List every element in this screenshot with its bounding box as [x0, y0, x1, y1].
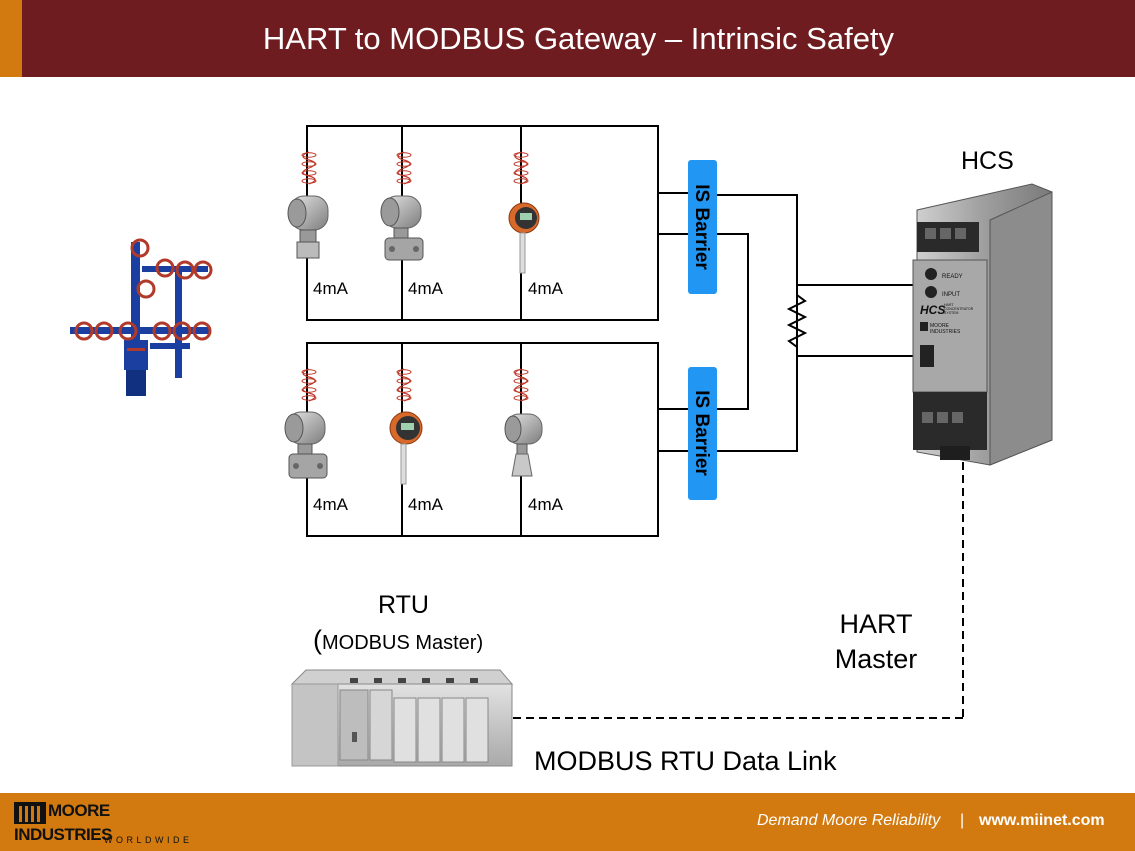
transmitter-icon [287, 151, 329, 259]
data-link-lines [510, 462, 964, 719]
rtu-subtitle-paren: ( [313, 625, 322, 655]
hcs-title: HCS [961, 147, 1014, 175]
hcs-desc-3: SYSTEM [944, 311, 958, 315]
data-link-label: MODBUS RTU Data Link [534, 746, 837, 776]
logo-industries: INDUSTRIES [14, 825, 112, 844]
transmitter-icon [284, 368, 328, 479]
is-barrier-label: IS Barrier [691, 184, 712, 270]
wellhead-icon [70, 238, 213, 396]
rtu-title: RTU [378, 591, 429, 619]
signal-label: 4mA [528, 495, 563, 514]
transmitter-icon [380, 151, 424, 261]
footer-url-link[interactable]: www.miinet.com [979, 812, 1105, 829]
rtu-subtitle: (MODBUS Master) [313, 625, 483, 656]
hart-master-line1: HART [839, 609, 913, 639]
signal-label: 4mA [408, 495, 443, 514]
signal-label: 4mA [528, 279, 563, 298]
logo-worldwide: WORLDWIDE [104, 835, 193, 845]
logo-moore: MOORE [48, 801, 110, 820]
footer-slogan: Demand Moore Reliability [757, 812, 941, 829]
title-accent [0, 0, 22, 77]
is-barrier-label: IS Barrier [691, 390, 712, 476]
hcs-desc-1: HART [944, 303, 954, 307]
moore-industries-logo: MOORE INDUSTRIES WORLDWIDE [14, 800, 224, 848]
hart-master-label: HART Master [820, 607, 932, 677]
footer-separator: | [960, 812, 965, 829]
signal-label: 4mA [313, 279, 348, 298]
hcs-led-input: INPUT [942, 292, 960, 298]
signal-label: 4mA [313, 495, 348, 514]
wiring [306, 125, 914, 537]
rtu-subtitle-text: MODBUS Master) [322, 632, 484, 654]
page-title: HART to MODBUS Gateway – Intrinsic Safet… [262, 21, 895, 56]
rtu-plc-icon [290, 669, 514, 767]
is-barrier-bottom: IS Barrier [688, 367, 717, 500]
signal-label: 4mA [408, 279, 443, 298]
hart-master-line2: Master [834, 644, 918, 674]
diagram-canvas: IS Barrier IS Barrier READY INPUT HCS HA… [70, 125, 1053, 767]
is-barrier-top: IS Barrier [688, 160, 717, 294]
hcs-module-icon: READY INPUT HCS HART CONCENTRATOR SYSTEM… [912, 183, 1053, 466]
footer-bar [0, 793, 1135, 851]
level-transmitter-icon [508, 151, 540, 274]
radar-level-icon [504, 368, 543, 477]
hcs-desc-2: CONCENTRATOR [944, 307, 974, 311]
hcs-led-ready: READY [942, 274, 963, 280]
logo-mark-icon [14, 802, 46, 824]
title-bar [0, 0, 1135, 77]
hcs-brand: HCS [920, 303, 945, 317]
level-transmitter-icon [389, 368, 423, 485]
hcs-maker-2: INDUSTRIES [930, 329, 961, 335]
hcs-maker-1: MOORE [930, 323, 950, 329]
